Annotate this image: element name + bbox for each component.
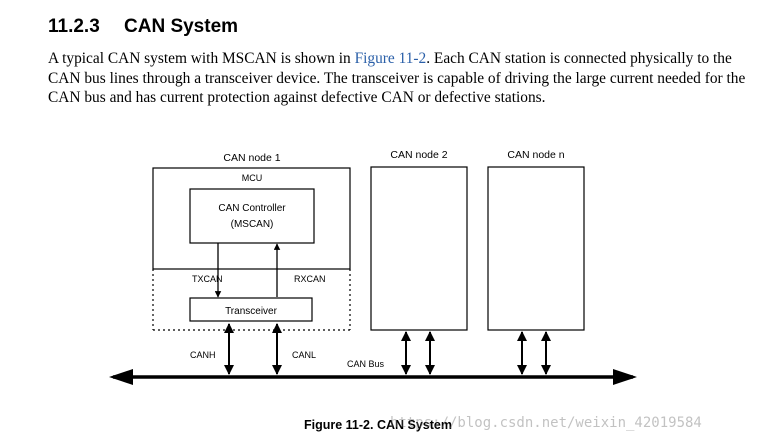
node2-label: CAN node 2 [390, 149, 447, 161]
transceiver-label: Transceiver [225, 306, 278, 317]
watermark: https://blog.csdn.net/weixin_42019584 [390, 415, 702, 431]
mcu-box [152, 167, 351, 270]
rxcan-label: RXCAN [294, 274, 326, 284]
can-bus-label: CAN Bus [347, 359, 385, 369]
txcan-label: TXCAN [192, 274, 223, 284]
canl-label: CANL [292, 350, 316, 360]
section-number: 11.2.3 [48, 16, 100, 37]
paragraph-text-end: . Each CAN station is connected physical… [48, 50, 746, 106]
bus-arrow-right-icon [613, 369, 637, 385]
can-controller-box [189, 188, 315, 244]
transceiver-box [189, 297, 313, 322]
bus-arrow-left-icon [109, 369, 133, 385]
figure-link[interactable]: Figure 11-2 [354, 50, 427, 67]
section-title: CAN System [124, 16, 239, 37]
noden-label: CAN node n [507, 149, 564, 161]
body-paragraph: A typical CAN system with MSCAN is shown… [48, 49, 748, 108]
figure-caption: Figure 11-2. CAN System [304, 418, 452, 432]
controller-label-line1: CAN Controller [218, 203, 286, 214]
paragraph-text-start: A typical CAN system with MSCAN is shown… [48, 50, 355, 67]
controller-label-line2: (MSCAN) [231, 219, 274, 230]
section-heading: 11.2.3 CAN System [48, 16, 238, 38]
mcu-label: MCU [242, 173, 263, 183]
node2-box [370, 166, 468, 331]
noden-box [487, 166, 585, 331]
canh-label: CANH [190, 350, 216, 360]
node1-label: CAN node 1 [223, 152, 280, 164]
